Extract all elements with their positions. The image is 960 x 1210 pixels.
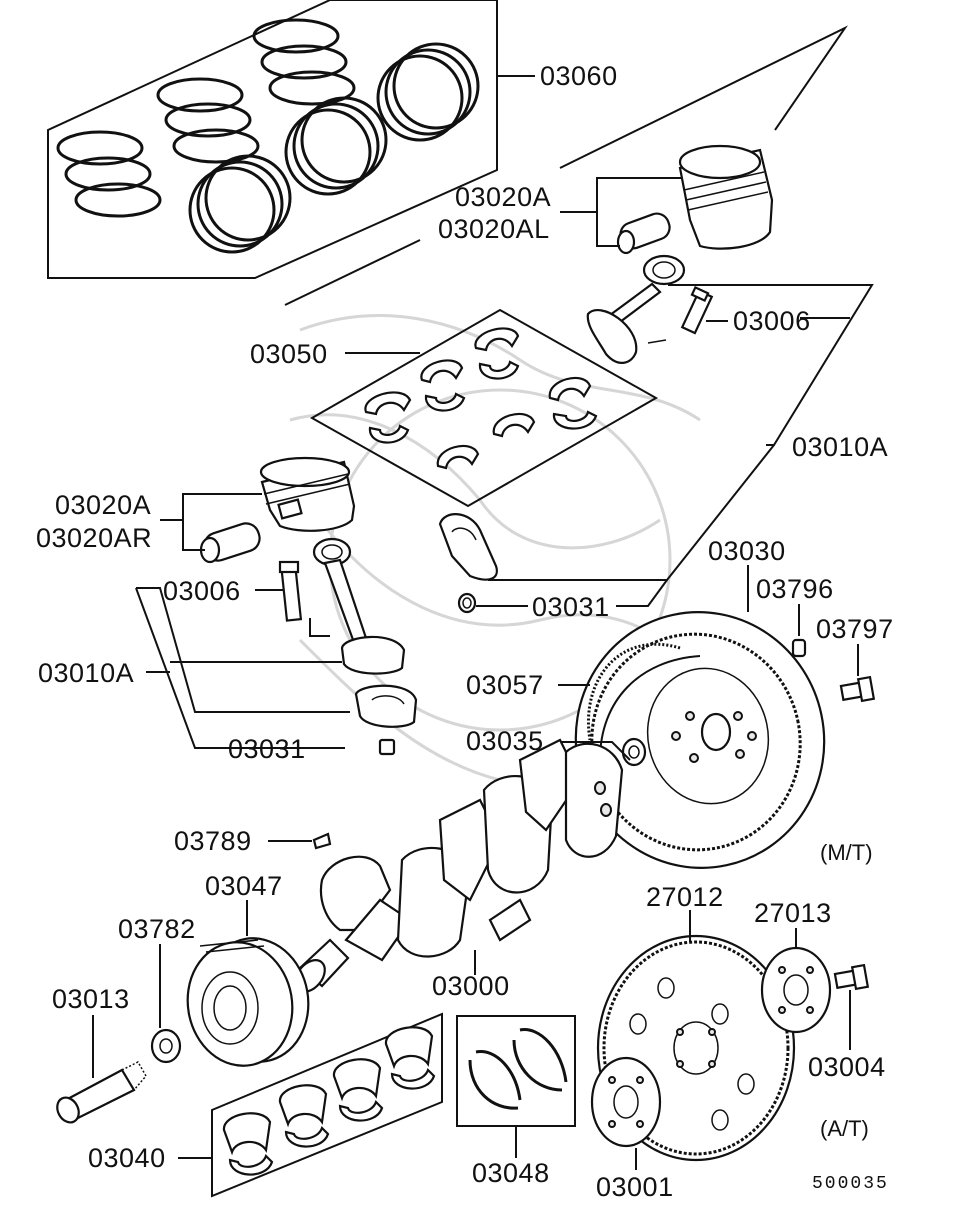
label-03010A-top: 03010A (792, 432, 888, 462)
adapter-plate-27013 (760, 946, 832, 1034)
variant-label-manual: (M/T) (820, 840, 873, 865)
hub-adapter-03001 (590, 1056, 662, 1148)
label-03060: 03060 (540, 61, 618, 91)
pilot-bushing-03035 (621, 737, 647, 767)
label-03031-top: 03031 (532, 592, 610, 622)
dowel-pin-03796 (791, 638, 807, 658)
label-27012: 27012 (646, 882, 724, 912)
label-03013: 03013 (52, 984, 130, 1014)
dowel-nut-mid (457, 592, 477, 614)
bolt-03797 (839, 675, 876, 703)
label-03006-top: 03006 (733, 306, 811, 336)
label-03001: 03001 (596, 1172, 674, 1202)
label-03020AL: 03020AL (438, 214, 550, 244)
label-03050: 03050 (250, 339, 328, 369)
label-03006-left: 03006 (163, 576, 241, 606)
label-03031-left: 03031 (228, 734, 306, 764)
label-03040: 03040 (88, 1143, 166, 1173)
label-03057: 03057 (466, 670, 544, 700)
label-27013: 27013 (754, 898, 832, 928)
diagram-id: 500035 (812, 1174, 889, 1194)
bolt-03004 (833, 963, 870, 991)
ring-stack-3 (376, 42, 480, 142)
label-03035: 03035 (466, 726, 544, 756)
key-03789 (312, 832, 332, 850)
connecting-rod-top (586, 254, 686, 364)
label-03796: 03796 (756, 574, 834, 604)
piston-ring-set (47, 0, 498, 279)
label-03030: 03030 (708, 536, 786, 566)
ring-group-1 (56, 130, 162, 218)
washer-03782 (150, 1028, 182, 1064)
label-03020A-left: 03020A (55, 490, 151, 520)
pulley-bolt-03013 (56, 1061, 147, 1124)
crank-pulley (186, 937, 310, 1067)
crankshaft (294, 738, 624, 993)
bearing-set-03050 (309, 308, 659, 508)
rod-bolt-left (278, 560, 303, 622)
ring-group-2 (156, 77, 260, 164)
piston-left (616, 144, 774, 255)
label-03020AR: 03020AR (36, 523, 152, 553)
label-03004: 03004 (808, 1052, 886, 1082)
ring-gear-03057 (587, 642, 701, 761)
thrust-washer-set-03048 (456, 1015, 576, 1127)
label-03797: 03797 (816, 614, 894, 644)
label-03789: 03789 (174, 826, 252, 856)
rod-bolt-top (680, 285, 714, 335)
flywheel-manual (574, 611, 826, 869)
ring-group-3 (252, 18, 356, 106)
label-03010A-left: 03010A (38, 658, 134, 688)
ring-stack-2 (284, 96, 388, 196)
label-03047: 03047 (205, 871, 283, 901)
bearing-cap-left (354, 684, 418, 728)
label-03048: 03048 (472, 1158, 550, 1188)
variant-label-automatic: (A/T) (820, 1116, 869, 1141)
ring-stack-1 (188, 154, 292, 254)
bearing-cap-mid (438, 513, 498, 581)
label-03020A-top: 03020A (455, 182, 551, 212)
label-03000: 03000 (432, 971, 510, 1001)
main-bearing-set-03040 (211, 1012, 443, 1198)
dowel-nut-left (378, 738, 396, 756)
connecting-rod-left (312, 537, 406, 675)
piston-right (199, 456, 356, 564)
label-03782: 03782 (118, 914, 196, 944)
